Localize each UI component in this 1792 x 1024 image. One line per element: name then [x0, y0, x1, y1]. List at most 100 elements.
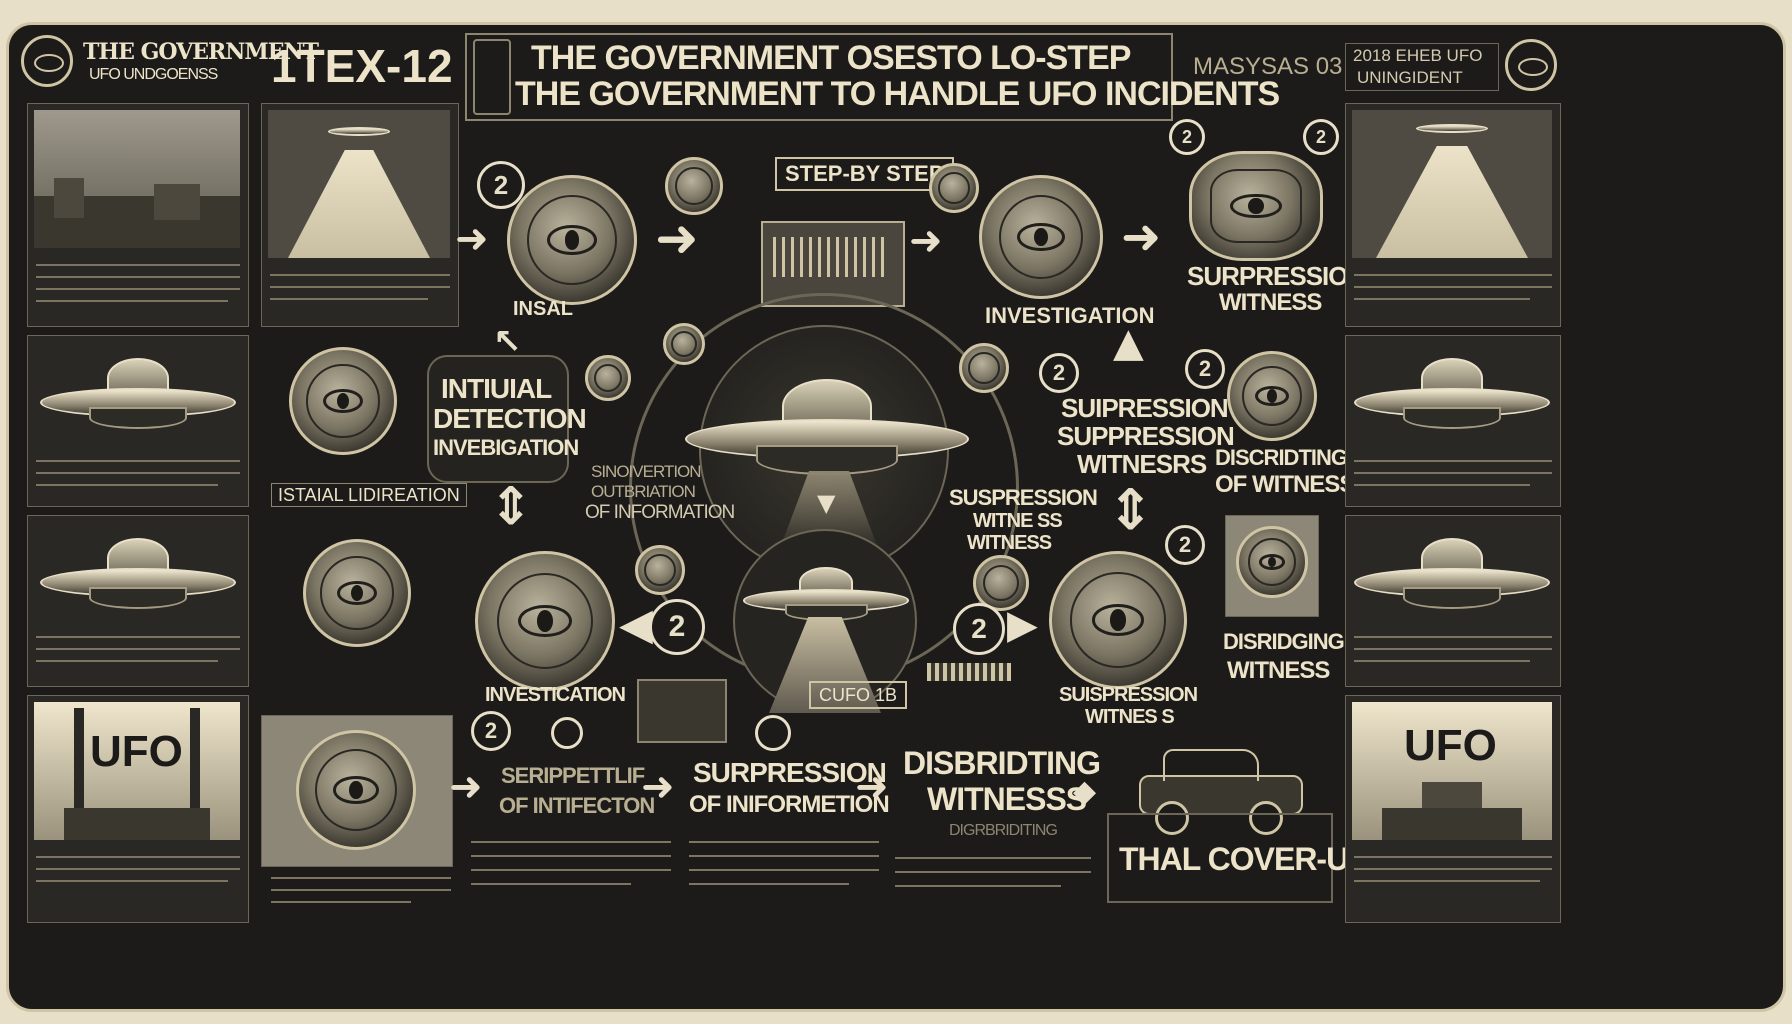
ufo-icon — [1416, 114, 1488, 138]
ufo-building-scene — [34, 702, 240, 840]
suppression-witness-top-line2: WITNESS — [1219, 289, 1322, 316]
footer-text-block — [271, 873, 451, 913]
eye-icon — [1518, 58, 1548, 76]
small-medal — [663, 323, 705, 365]
footer-text-block — [471, 837, 671, 907]
left-arrow-icon: ◀ — [619, 599, 653, 650]
eye-icon — [34, 54, 64, 72]
small-circle — [755, 715, 791, 751]
updown-arrow-icon: ⇕ — [1107, 478, 1154, 543]
target-medal — [303, 539, 411, 647]
step-number: 2 — [1303, 119, 1339, 155]
right-arrow-icon: ➜ — [1121, 209, 1162, 265]
small-medal — [585, 355, 631, 401]
left-panel-4: UFO — [27, 695, 249, 923]
ufo-icon — [1354, 538, 1550, 612]
portrait-panel — [261, 715, 453, 867]
up-left-arrow-icon: ↖ — [493, 322, 522, 362]
left-panel-1 — [27, 103, 249, 327]
footer-text-block — [895, 853, 1091, 909]
sinoiveration-line3: OF INFORMATION — [585, 502, 735, 523]
suspression-mid-line2: WITNE SS — [973, 510, 1063, 532]
step-number: 2 — [953, 603, 1005, 655]
investigation-medal — [979, 175, 1103, 299]
ufo-icon — [40, 358, 236, 432]
title-line2: THE GOVERNMENT TO HANDLE UFO INCIDENTS — [515, 75, 1280, 113]
step-number: 2 — [649, 599, 705, 655]
investigation-top: INVESTIGATION — [985, 303, 1155, 328]
suppression-center-line2: SUPPRESSION — [1057, 421, 1235, 451]
suppression-witness-top-line1: SURPRESSION — [1187, 261, 1366, 291]
insal-label: INSAL — [513, 298, 573, 320]
right-panel-3 — [1345, 515, 1561, 687]
suppression-info-line2: OF INIFORMETION — [689, 791, 890, 818]
documents-stack — [761, 221, 905, 307]
small-medal — [635, 545, 685, 595]
ufo-icon — [1354, 358, 1550, 432]
left-panel-3 — [27, 515, 249, 687]
disrridging-line2: WITNESS — [1227, 657, 1330, 684]
right-stamp-line1: 2018 EHEB UFO — [1353, 46, 1483, 65]
investigation-bottom: INVESTICATION — [485, 684, 626, 706]
ufo-sign-right: UFO — [1404, 721, 1497, 770]
step-number: 2 — [471, 711, 511, 751]
small-medal — [973, 555, 1029, 611]
updown-arrow-icon: ⇕ — [489, 477, 533, 537]
discrediting-right-line1: DISCRIDTING — [1215, 445, 1348, 470]
title-box — [465, 33, 1173, 121]
ufo-sign-left: UFO — [90, 727, 183, 776]
suppression-center-line3: WITNESRS — [1077, 449, 1207, 479]
detection-eye-medal — [289, 347, 397, 455]
right-stamp-line2: UNINGIDENT — [1357, 68, 1463, 87]
right-arrow-icon: ◆ — [1073, 774, 1097, 809]
small-medal — [665, 157, 723, 215]
slider-strip — [927, 663, 1011, 681]
right-stamp — [1345, 43, 1499, 91]
right-arrow-icon: ➜ — [855, 764, 889, 810]
suspression-mid-line1: SUSPRESSION — [949, 485, 1098, 510]
left-panel-2 — [27, 335, 249, 507]
step-number: 2 — [1169, 119, 1205, 155]
right-arrow-icon: ▶ — [1007, 602, 1038, 648]
suspression-bottom-line1: SUISPRESSION — [1059, 684, 1198, 706]
suppression-medal — [1189, 151, 1323, 261]
suppression-center-line1: SUIPRESSION — [1061, 393, 1229, 423]
right-arrow-icon: ➜ — [655, 209, 699, 269]
right-arrow-icon: ➜ — [449, 764, 483, 810]
discrediting-right-line2: OF WITNESS — [1215, 471, 1355, 498]
footer-text-block — [689, 837, 879, 907]
right-arrow-icon: ➜ — [641, 764, 675, 810]
lower-ufo-icon — [743, 567, 909, 623]
sinoiveration-line1: SINOIVERTION — [591, 462, 702, 481]
small-box — [637, 679, 727, 743]
header-left-emblem — [21, 35, 73, 87]
header-right-emblem — [1505, 39, 1557, 91]
ufo-icon — [328, 118, 390, 140]
beam-panel — [261, 103, 459, 327]
brand-line2: UFO UNDGOENSS — [89, 66, 218, 83]
title-stamp — [473, 39, 511, 115]
suppression-medal-bottom — [1049, 551, 1187, 689]
poster-board: THE GOVERNMENT UFO UNDGOENSS 1TEx-12 THE… — [6, 22, 1786, 1012]
right-arrow-icon: ➜ — [909, 218, 943, 264]
right-code: MASYSAS 03 — [1193, 53, 1343, 80]
title-line1: THE GOVERNMENT OSESTO LO-STEP — [531, 39, 1131, 77]
initial-detection-box — [427, 355, 569, 483]
eye-panel — [1225, 515, 1319, 617]
small-medal — [959, 343, 1009, 393]
header-code: 1TEx-12 — [271, 40, 453, 92]
central-ufo-icon — [685, 379, 969, 479]
final-box — [1107, 813, 1333, 903]
step-by-step-label: STEP-BY STEP — [775, 157, 954, 191]
city-scene — [34, 110, 240, 248]
step-number: 2 — [1039, 353, 1079, 393]
ufo-icon — [40, 538, 236, 612]
serpeetif-line1: SERIPPETTLIF — [501, 763, 645, 788]
right-panel-4: UFO — [1345, 695, 1561, 923]
initial-detection-line2: DETECTION — [433, 403, 587, 434]
small-medal — [929, 163, 979, 213]
suspression-bottom-line2: WITNES S — [1085, 706, 1175, 728]
serpeetif-line2: OF INTIFECTON — [499, 793, 655, 818]
initial-detection-line1: INTIUIAL — [441, 373, 552, 404]
sinoiveration-line2: OUTBRIATION — [591, 482, 696, 501]
